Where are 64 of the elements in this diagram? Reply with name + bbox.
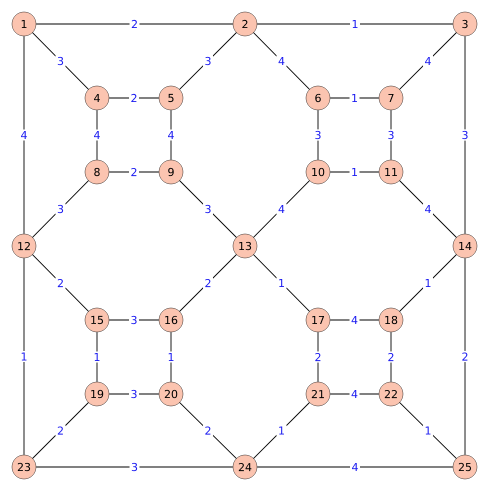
edge-label: 1: [22, 352, 26, 360]
edge-line: [253, 32, 310, 90]
edge-label: 4: [278, 205, 284, 213]
edge-line: [179, 180, 237, 238]
edge-label: 3: [205, 204, 211, 214]
edge-line: [256, 466, 454, 468]
edge-label: 4: [352, 463, 358, 471]
edge-label: 3: [58, 56, 64, 66]
edge-label: 2: [205, 278, 210, 288]
edge-label: 3: [462, 130, 468, 140]
edge-label: 3: [131, 390, 137, 398]
edge-label: 2: [132, 20, 137, 28]
edge-line: [390, 332, 392, 382]
edge-label: 3: [131, 316, 137, 324]
edge-line: [179, 254, 237, 312]
edge-label: 3: [132, 462, 138, 472]
edge-label: 4: [425, 205, 431, 213]
edge-label: 1: [279, 426, 284, 434]
edge-label: 2: [315, 352, 320, 362]
edge-label: 4: [21, 131, 27, 139]
edge-line: [179, 32, 237, 90]
edge-label: 1: [168, 353, 174, 361]
edge-label: 2: [131, 168, 136, 176]
edge-line: [253, 402, 310, 459]
edge-line: [32, 180, 89, 238]
edge-line: [96, 110, 98, 160]
edge-label: 1: [352, 94, 357, 102]
edge-label: 2: [131, 94, 136, 102]
edge-line: [464, 258, 466, 456]
edge-label: 2: [58, 426, 63, 435]
edge-line: [464, 36, 466, 234]
edge-line: [32, 402, 89, 459]
edge-label: 1: [94, 353, 100, 361]
edge-line: [399, 32, 457, 90]
edge-label: 4: [94, 131, 100, 139]
edge-label: 2: [462, 352, 468, 361]
edge-label: 4: [278, 57, 284, 65]
edge-label: 1: [426, 426, 430, 434]
edge-label: 1: [426, 279, 430, 287]
edge-line: [179, 402, 237, 459]
edge-label: 4: [168, 131, 174, 139]
edge-label: 3: [388, 130, 394, 140]
edge-label: 3: [315, 130, 321, 140]
edge-label: 1: [352, 20, 358, 28]
edge-label: 2: [58, 278, 63, 288]
edge-label: 2: [388, 352, 394, 362]
edge-label: 1: [352, 168, 357, 176]
edge-line: [32, 32, 89, 90]
edge-line: [170, 110, 172, 160]
edge-line: [32, 254, 89, 312]
edge-line: [253, 254, 310, 312]
edge-label: 1: [279, 279, 284, 287]
edge-label: 4: [425, 57, 431, 65]
edge-label: 4: [352, 316, 358, 324]
edge-label: 3: [205, 56, 211, 66]
edge-line: [253, 180, 310, 238]
edge-label: 4: [352, 390, 358, 398]
edge-label: 2: [205, 426, 210, 435]
edge-line: [399, 180, 457, 238]
edge-line: [399, 254, 457, 312]
edge-label: 3: [58, 204, 64, 214]
edge-line: [399, 402, 457, 459]
edge-line: [390, 110, 392, 160]
edge-line: [36, 466, 234, 468]
